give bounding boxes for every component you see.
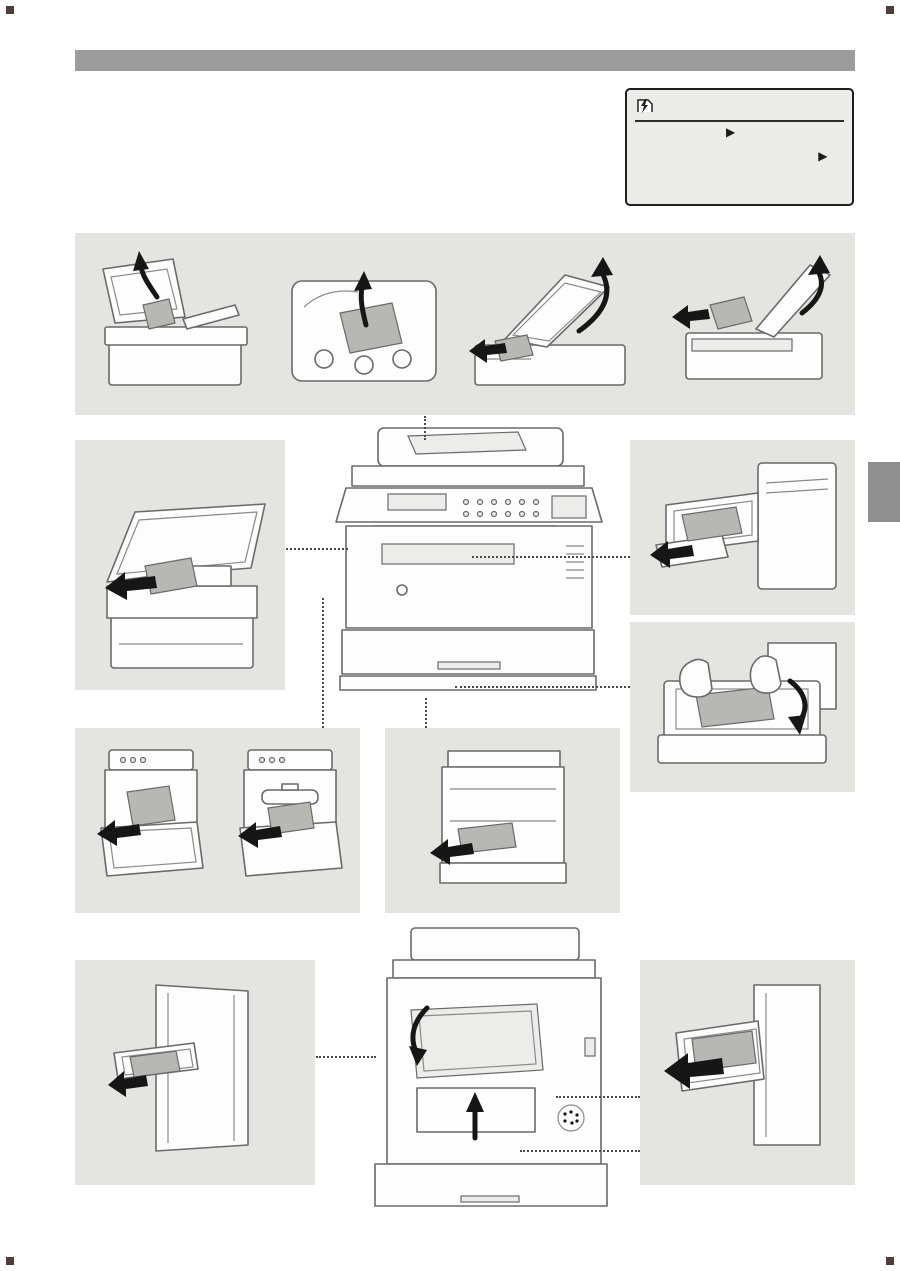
direction-arrow-icon [107,1071,148,1097]
dotted-connector [424,416,426,440]
corner-mark [886,1257,894,1265]
figure-toner-area-jam [104,502,266,669]
figure-rear-duplex-jam [663,984,821,1146]
dotted-connector [455,686,630,688]
cursor-arrow-icon: ▶ [818,149,828,163]
figure-adf-tray-open-jam [469,256,626,386]
corner-mark [886,6,894,14]
panel-rear-duplex-jam [640,960,855,1185]
dotted-connector [425,698,427,728]
direction-arrow-icon [409,1046,427,1066]
dotted-connector [520,1150,640,1152]
panel-paper-drawer-jam [630,622,855,792]
panel-manual-feed-jam [385,728,620,913]
figure-front-overview [335,427,603,691]
figure-front-cover-jam-step1 [97,748,205,877]
dotted-connector [556,1096,640,1098]
direction-arrow-icon [97,819,142,846]
figure-rear-output-jam [107,984,249,1152]
dotted-connector [472,556,630,558]
direction-arrow-icon [650,540,694,568]
direction-arrow-icon [430,838,474,865]
cursor-arrow-icon: ▶ [726,125,736,139]
direction-arrow-icon [133,250,149,271]
section-side-tab [868,462,900,522]
figure-front-cover-jam-step2 [237,748,343,877]
figure-adf-roller-jam [291,270,437,382]
figure-output-tray-jam [650,461,837,590]
direction-arrow-icon [354,270,372,291]
panel-front-cover-jam [75,728,360,913]
dotted-connector [316,1056,376,1058]
direction-arrow-icon [591,256,613,277]
figure-adf-cover-jam [102,250,248,386]
direction-arrow-icon [808,254,830,275]
direction-arrow-icon [672,304,710,329]
panel-output-tray-jam [630,440,855,615]
section-header-bar [75,50,855,71]
dotted-connector [286,548,348,550]
lcd-divider [635,120,844,122]
hand-illustration [678,658,713,698]
corner-mark [6,6,14,14]
direction-arrow-icon [663,1053,724,1089]
figure-manual-feed-jam [430,749,567,884]
dotted-connector [322,598,324,728]
direction-arrow-icon [788,715,806,735]
figure-platen-glass-jam [672,254,831,380]
lcd-display-box: ▶ ▶ [625,88,854,206]
paper-jam-icon [636,97,662,120]
direction-arrow-icon [466,1092,484,1112]
figure-paper-drawer-jam [657,642,837,764]
panel-toner-area-jam [75,440,285,690]
direction-arrow-icon [237,821,282,848]
figure-rear-overview [374,927,608,1207]
hand-illustration [749,655,782,694]
direction-arrow-icon [469,338,507,363]
panel-adf-jam-steps [75,233,855,415]
direction-arrow-icon [104,571,157,600]
panel-rear-output-jam [75,960,315,1185]
corner-mark [6,1257,14,1265]
